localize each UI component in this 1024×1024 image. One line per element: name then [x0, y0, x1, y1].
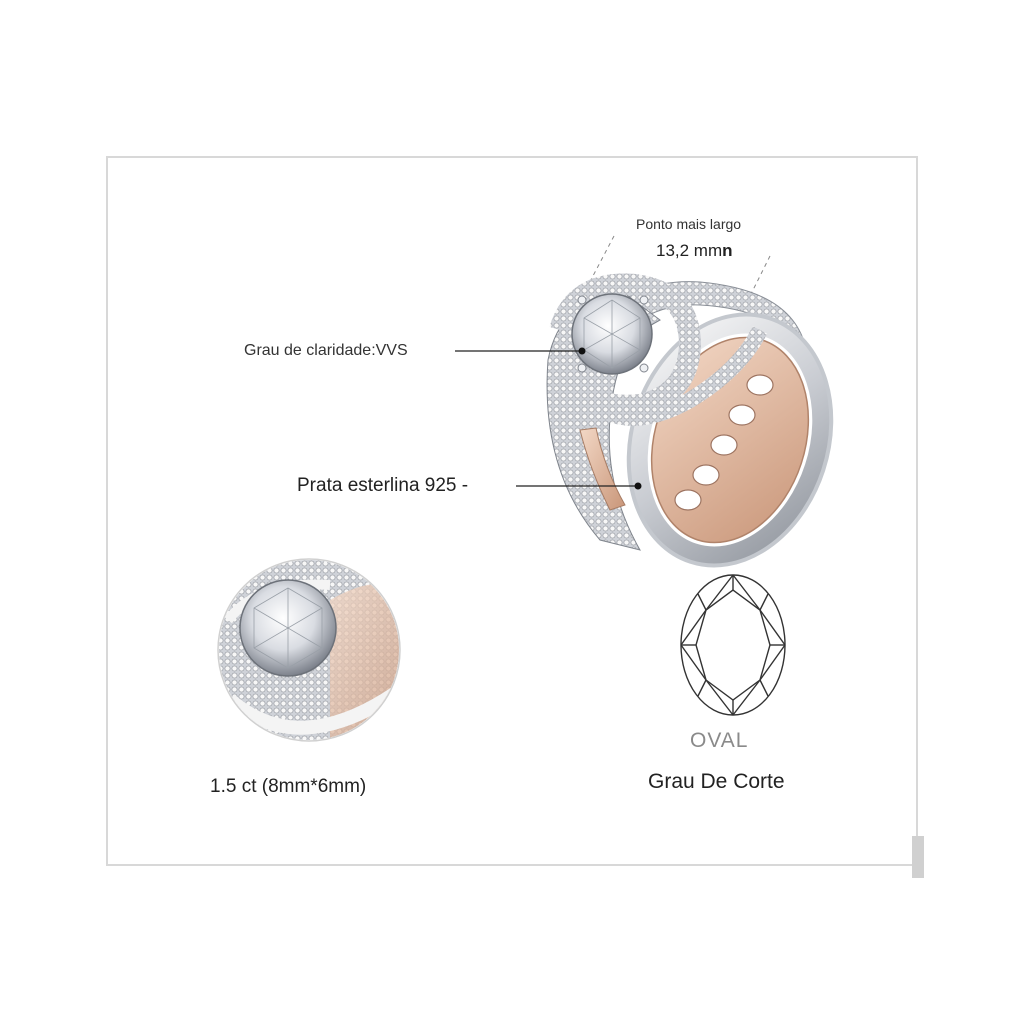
ring-set-image	[546, 273, 834, 568]
widest-point-value: 13,2 mmn	[656, 241, 733, 261]
widest-point-label: Ponto mais largo	[636, 216, 742, 232]
clarity-callout-dot	[578, 347, 586, 355]
oval-cut-diagram	[680, 574, 786, 716]
material-label: Prata esterlina 925 -	[297, 475, 469, 496]
cut-grade-label: Grau De Corte	[648, 770, 785, 793]
stone-detail-image	[217, 558, 401, 742]
material-callout-dot	[634, 482, 642, 490]
scrollbar-thumb[interactable]	[912, 836, 924, 878]
dimension-guide-left	[573, 235, 615, 313]
widest-point-suffix: n	[722, 241, 733, 260]
content-frame	[106, 156, 918, 866]
cut-shape-label: OVAL	[690, 729, 749, 752]
clarity-label: Grau de claridade:VVS	[244, 342, 408, 359]
carat-label: 1.5 ct (8mm*6mm)	[210, 776, 367, 797]
widest-point-number: 13,2 mm	[656, 241, 723, 260]
